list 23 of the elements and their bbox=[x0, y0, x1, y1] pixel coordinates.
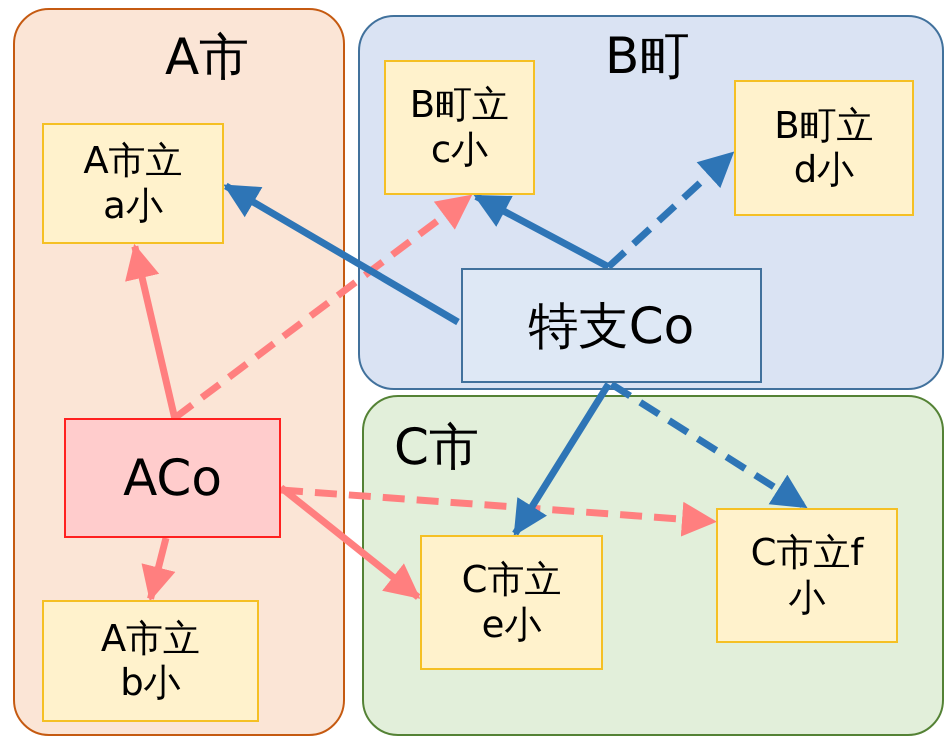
arrow bbox=[610, 381, 808, 510]
region-box bbox=[358, 15, 944, 390]
school-box: B町立c小 bbox=[384, 60, 535, 195]
school-box: A市立b小 bbox=[42, 600, 259, 722]
region-label: C市 bbox=[394, 422, 479, 472]
region-label: A市 bbox=[165, 32, 250, 82]
region-label: B町 bbox=[605, 31, 690, 81]
arrow bbox=[512, 382, 612, 536]
arrow bbox=[172, 194, 472, 421]
school-box: C市立f小 bbox=[716, 508, 898, 643]
region-box bbox=[362, 395, 944, 736]
center-box: 特支Co bbox=[461, 268, 762, 383]
arrow bbox=[223, 182, 460, 326]
arrow bbox=[280, 486, 717, 537]
school-box: C市立e小 bbox=[420, 535, 603, 670]
arrow bbox=[474, 193, 610, 270]
arrow bbox=[606, 150, 735, 270]
arrow bbox=[142, 537, 176, 602]
center-box: ACo bbox=[64, 418, 281, 538]
school-box: B町立d小 bbox=[734, 80, 914, 216]
arrow bbox=[125, 244, 178, 419]
region-box bbox=[13, 8, 345, 736]
school-box: A市立a小 bbox=[42, 123, 224, 244]
